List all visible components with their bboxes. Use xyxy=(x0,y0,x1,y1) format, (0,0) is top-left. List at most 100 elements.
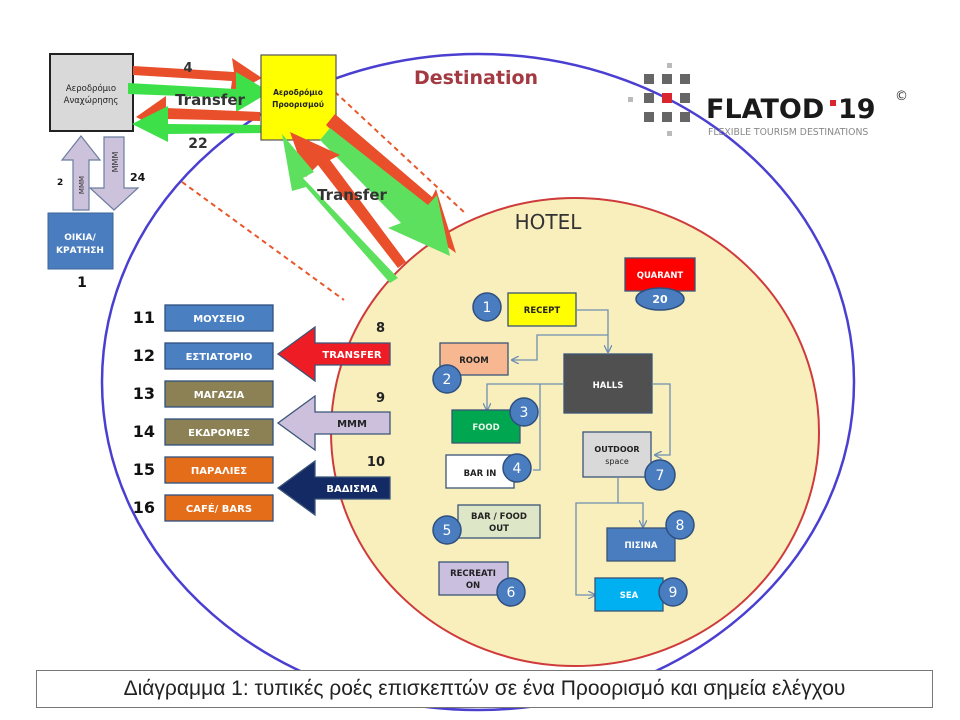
svg-text:OUTDOOR: OUTDOOR xyxy=(594,445,639,454)
hotel-node-recept: RECEPT xyxy=(507,292,577,327)
connector-halls-room xyxy=(512,334,608,360)
svg-text:space: space xyxy=(605,457,629,466)
badge-number: 4 xyxy=(513,461,522,477)
connector-halls-barin xyxy=(533,384,541,471)
exit-arrow: ΒΑΔΙΣΜΑ 10 xyxy=(276,455,391,517)
outside-place-item: 16 CAFÉ/ BARS xyxy=(133,494,274,522)
step-number-badge: 20 xyxy=(635,287,685,311)
hotel-transfer-label: Transfer xyxy=(317,186,387,204)
hotel-node-pool: ΠΙΣΙΝΑ xyxy=(606,527,676,562)
airport-to-home-arrow: MMM 24 xyxy=(88,136,146,211)
outside-place-number: 12 xyxy=(133,346,155,365)
outside-place-number: 15 xyxy=(133,460,155,479)
step-number-badge: 5 xyxy=(432,515,462,545)
svg-text:ON: ON xyxy=(466,581,480,591)
hotel-node-sea: SEA xyxy=(594,577,664,612)
exit-arrow-number: 10 xyxy=(367,455,385,470)
outside-place-label: CAFÉ/ BARS xyxy=(186,502,252,515)
step-number-badge: 8 xyxy=(665,510,695,540)
hotel-node-halls: HALLS xyxy=(563,353,653,414)
exit-arrow-shape xyxy=(276,394,391,452)
svg-text:Προορισμού: Προορισμού xyxy=(272,100,324,109)
svg-text:BAR / FOOD: BAR / FOOD xyxy=(471,512,527,522)
badge-number: 9 xyxy=(669,585,678,601)
outbound-count: 4 xyxy=(183,61,192,76)
connector-recept-halls xyxy=(577,309,608,352)
outside-place-number: 16 xyxy=(133,498,155,517)
hotel-transfer-arrows: Transfer xyxy=(282,114,456,283)
home-down-number: 24 xyxy=(130,171,146,184)
logo-number: 19 xyxy=(838,94,876,125)
airport-transfer-arrows: Transfer 4 22 xyxy=(128,58,270,152)
home-to-airport-arrow: MMM 2 xyxy=(57,135,102,211)
badge-number: 7 xyxy=(656,468,665,484)
destination-title: Destination xyxy=(414,67,538,89)
exit-arrow-label: TRANSFER xyxy=(322,350,381,361)
home-up-number: 2 xyxy=(57,178,63,188)
airport-transfer-label: Transfer xyxy=(175,91,245,109)
step-number-badge: 7 xyxy=(644,459,676,491)
hotel-title: HOTEL xyxy=(515,210,583,234)
outside-place-box xyxy=(164,304,274,332)
svg-text:ΟΙΚΙΑ/: ΟΙΚΙΑ/ xyxy=(64,233,96,243)
svg-text:Αεροδρόμιο: Αεροδρόμιο xyxy=(66,83,116,94)
outside-place-label: ΜΑΓΑΖΙΑ xyxy=(194,390,245,401)
svg-text:MMM: MMM xyxy=(111,152,120,173)
svg-text:BAR IN: BAR IN xyxy=(464,469,497,479)
logo-name: FLATOD xyxy=(706,94,824,125)
logo-tagline: FLEXIBLE TOURISM DESTINATIONS xyxy=(708,127,868,138)
outside-place-number: 14 xyxy=(133,422,155,441)
hotel-node-bar-in: BAR IN xyxy=(445,454,515,489)
badge-number: 2 xyxy=(443,372,452,388)
logo-dot xyxy=(830,100,836,106)
svg-text:SEA: SEA xyxy=(620,591,639,601)
home-node: ΟΙΚΙΑ/ ΚΡΑΤΗΣΗ 1 xyxy=(47,212,114,291)
badge-number: 5 xyxy=(443,523,452,539)
badge-number: 1 xyxy=(483,300,492,316)
connector-outdoor-pool xyxy=(617,478,643,527)
hotel-node-quarantine: QUARANT xyxy=(624,257,696,292)
destination-boundary xyxy=(100,52,856,712)
hotel-node-food: FOOD xyxy=(451,409,521,444)
badge-number: 8 xyxy=(676,518,685,534)
connector-halls-food xyxy=(487,383,563,410)
outside-place-label: ΜΟΥΣΕΙΟ xyxy=(193,314,245,325)
svg-text:OUT: OUT xyxy=(489,524,509,534)
exit-arrow-shape xyxy=(276,325,391,383)
departure-airport-node: Αεροδρόμιο Αναχώρησης xyxy=(49,53,134,132)
home-number: 1 xyxy=(77,275,87,291)
exit-arrow-number: 8 xyxy=(376,321,385,336)
step-number-badge: 3 xyxy=(509,397,539,427)
connector-halls-outdoor xyxy=(653,383,671,455)
svg-text:RECREATI: RECREATI xyxy=(450,569,496,579)
dashed-line xyxy=(181,181,345,301)
logo-copyright: © xyxy=(895,89,908,104)
hotel-node-bar-food-out: BAR / FOOD OUT xyxy=(457,504,541,539)
badge-number: 20 xyxy=(652,293,668,306)
exit-arrow-label: MMM xyxy=(337,419,367,430)
outside-place-label: ΠΑΡΑΛΙΕΣ xyxy=(191,466,247,477)
outside-place-label: ΕΣΤΙΑΤΟΡΙΟ xyxy=(186,352,253,363)
outside-place-box xyxy=(164,494,274,522)
svg-text:ΚΡΑΤΗΣΗ: ΚΡΑΤΗΣΗ xyxy=(56,246,104,256)
svg-text:ROOM: ROOM xyxy=(459,356,488,366)
svg-text:ΠΙΣΙΝΑ: ΠΙΣΙΝΑ xyxy=(625,541,658,551)
svg-text:Αναχώρησης: Αναχώρησης xyxy=(64,95,119,106)
svg-text:QUARANT: QUARANT xyxy=(637,271,684,281)
outside-place-number: 13 xyxy=(133,384,155,403)
step-number-badge: 1 xyxy=(472,292,502,322)
hotel-node-outdoor: OUTDOOR space xyxy=(582,431,652,478)
outside-place-item: 13 ΜΑΓΑΖΙΑ xyxy=(133,380,274,408)
outside-place-item: 11 ΜΟΥΣΕΙΟ xyxy=(133,304,274,332)
hotel-boundary xyxy=(330,197,820,667)
exit-arrow-label: ΒΑΔΙΣΜΑ xyxy=(326,484,378,495)
svg-text:FOOD: FOOD xyxy=(472,423,499,433)
step-number-badge: 9 xyxy=(658,577,688,607)
svg-text:Αεροδρόμιο: Αεροδρόμιο xyxy=(273,88,323,97)
svg-text:HALLS: HALLS xyxy=(593,381,624,391)
outside-place-number: 11 xyxy=(133,308,155,327)
badge-number: 6 xyxy=(507,585,516,601)
